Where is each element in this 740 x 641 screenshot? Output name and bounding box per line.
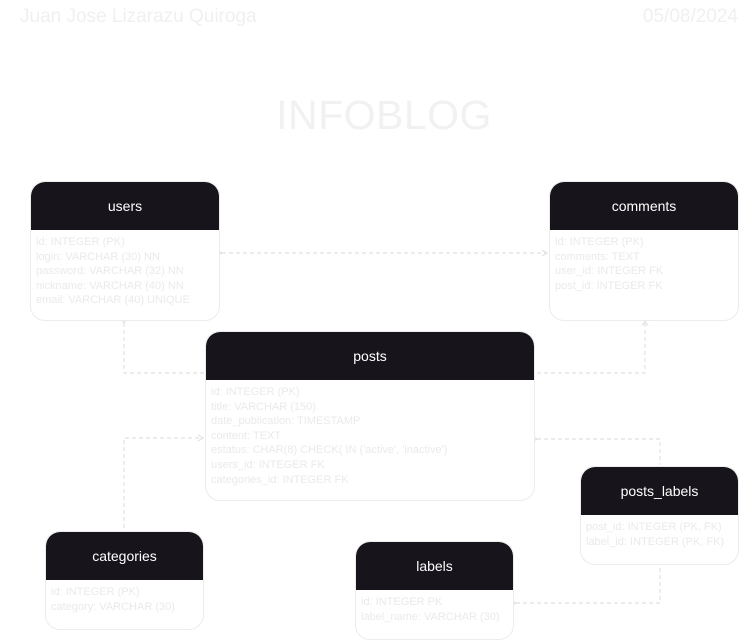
link-users-posts — [120, 317, 204, 374]
entity-categories-header: categories — [46, 532, 203, 580]
entity-users[interactable]: users id: INTEGER (PK) login: VARCHAR (3… — [30, 181, 220, 321]
entity-comments-fields: id: INTEGER (PK) comments: TEXT user_id:… — [550, 230, 738, 293]
link-posts-postslabels — [531, 435, 661, 465]
entity-comments[interactable]: comments id: INTEGER (PK) comments: TEXT… — [549, 181, 739, 321]
field-row: id: INTEGER (PK) — [51, 586, 140, 598]
diagram-title: INFOBLOG — [276, 92, 492, 138]
entity-posts-labels-header: posts_labels — [581, 467, 738, 515]
field-row: id: INTEGER (PK) — [211, 386, 300, 398]
link-categories-posts — [123, 434, 205, 528]
link-labels-postslabels — [510, 566, 661, 607]
entity-users-fields: id: INTEGER (PK) login: VARCHAR (30) NN … — [31, 230, 219, 308]
entity-posts-labels-fields: post_id: INTEGER (PK, FK) label_id: INTE… — [581, 515, 738, 549]
field-row: content: TEXT — [211, 429, 282, 442]
field-row: categories_id: INTEGER FK — [211, 473, 349, 486]
field-row: users_id: INTEGER FK — [211, 458, 325, 471]
field-row: id: INTEGER (PK) — [36, 236, 125, 248]
field-row: category: VARCHAR (30) — [51, 600, 175, 613]
entity-posts-fields: id: INTEGER (PK) title: VARCHAR (150) da… — [206, 380, 534, 487]
entity-posts[interactable]: posts id: INTEGER (PK) title: VARCHAR (1… — [205, 331, 535, 501]
field-row: id: INTEGER (PK) — [555, 236, 644, 248]
field-row: comments: TEXT — [555, 250, 640, 263]
field-row: label_id: INTEGER (PK, FK) — [586, 535, 725, 548]
diagram-date: 05/08/2024 — [642, 6, 738, 27]
field-row: post_id: INTEGER (PK, FK) — [586, 521, 722, 533]
entity-labels-fields: id: INTEGER PK label_name: VARCHAR (30) — [356, 590, 513, 624]
field-row: password: VARCHAR (32) NN — [36, 265, 184, 278]
field-row: date_publication: TIMESTAMP — [211, 415, 361, 428]
entity-posts-header: posts — [206, 332, 534, 380]
field-row: nickname: VARCHAR (40) NN — [36, 279, 184, 292]
field-row: id: INTEGER PK — [361, 596, 443, 608]
entity-posts-labels[interactable]: posts_labels post_id: INTEGER (PK, FK) l… — [580, 466, 739, 565]
entity-comments-header: comments — [550, 182, 738, 230]
link-posts-comments — [537, 319, 649, 374]
author-name: Juan Jose Lizarazu Quiroga — [20, 6, 257, 27]
field-row: label_name: VARCHAR (30) — [361, 610, 500, 623]
entity-categories-fields: id: INTEGER (PK) category: VARCHAR (30) — [46, 580, 203, 614]
entity-labels[interactable]: labels id: INTEGER PK label_name: VARCHA… — [355, 541, 514, 640]
field-row: email: VARCHAR (40) UNIQUE — [36, 294, 190, 307]
entity-categories[interactable]: categories id: INTEGER (PK) category: VA… — [45, 531, 204, 630]
field-row: estatus: CHAR(8) CHECK( IN ('active', 'i… — [211, 444, 448, 457]
field-row: post_id: INTEGER FK — [555, 279, 663, 292]
entity-users-header: users — [31, 182, 219, 230]
entity-labels-header: labels — [356, 542, 513, 590]
field-row: login: VARCHAR (30) NN — [36, 250, 160, 263]
field-row: title: VARCHAR (150) — [211, 400, 316, 413]
field-row: user_id: INTEGER FK — [555, 265, 664, 278]
